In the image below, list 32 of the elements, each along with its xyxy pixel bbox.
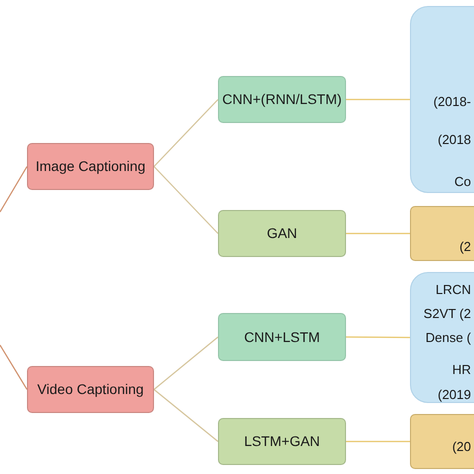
- reference-text: (2019: [438, 388, 471, 401]
- connector-line: [154, 99, 218, 167]
- reference-text: (2018: [438, 133, 471, 146]
- model-box: [218, 313, 346, 361]
- model-box: [218, 418, 346, 465]
- reference-text: HR: [452, 363, 471, 376]
- node-label: Image Captioning: [36, 157, 146, 176]
- connector-line: [346, 440, 410, 442]
- connector-line: [346, 336, 410, 338]
- reference-text: LRCN: [436, 283, 471, 296]
- node-label: Video Captioning: [37, 380, 144, 399]
- reference-text: (20: [452, 440, 471, 453]
- reference-text: Dense (: [425, 331, 471, 344]
- reference-text: Co: [454, 175, 471, 188]
- node-label: CNN+LSTM: [244, 328, 320, 346]
- connector-line: [346, 98, 410, 100]
- connector-line: [154, 166, 218, 234]
- node-label: GAN: [266, 224, 298, 243]
- model-box: [218, 210, 346, 257]
- reference-text: (2018-: [433, 95, 471, 108]
- node-label: CNN+(RNN/LSTM): [222, 90, 342, 109]
- connector-line: [0, 166, 28, 212]
- connector-line: [0, 344, 28, 390]
- connector-line: [154, 336, 218, 390]
- connector-line: [154, 389, 218, 442]
- connector-line: [346, 232, 410, 234]
- model-box: [218, 76, 346, 123]
- reference-text: (2: [459, 240, 471, 253]
- task-box: [27, 366, 154, 413]
- reference-text: S2VT (2: [424, 307, 471, 320]
- node-label: LSTM+GAN: [244, 432, 320, 451]
- task-box: [27, 143, 154, 190]
